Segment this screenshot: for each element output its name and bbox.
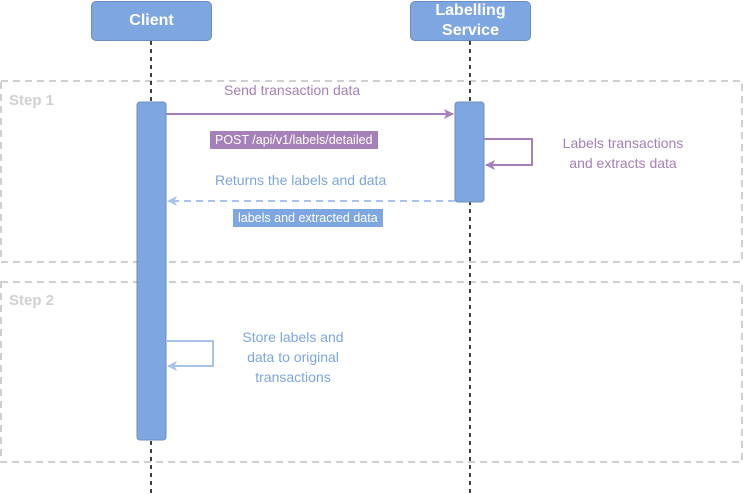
send-endpoint-tag: POST /api/v1/labels/detailed <box>210 131 378 149</box>
store-label-line1: Store labels and <box>242 329 344 345</box>
store-label-line3: transactions <box>255 369 331 385</box>
service-self-label: Labels transactions and extracts data <box>548 133 698 173</box>
client-actor: Client <box>91 1 212 41</box>
labelling-service-actor: Labelling Service <box>410 1 531 41</box>
service-self-arrow <box>484 138 533 170</box>
client-activation-bar <box>136 101 167 441</box>
step1-label: Step 1 <box>9 92 55 109</box>
store-label-line2: data to original <box>247 349 339 365</box>
client-actor-label: Client <box>129 12 174 29</box>
service-actor-label-line2: Service <box>442 22 499 39</box>
return-data-tag: labels and extracted data <box>233 209 383 227</box>
step2-frame <box>0 281 743 463</box>
step2-label: Step 2 <box>9 292 55 309</box>
client-self-arrow <box>166 340 214 371</box>
return-message-label: Returns the labels and data <box>215 172 387 188</box>
service-activation-bar <box>454 101 485 203</box>
service-self-label-line2: and extracts data <box>569 155 677 171</box>
store-label: Store labels and data to original transa… <box>218 327 368 387</box>
step1-frame <box>0 80 743 263</box>
service-actor-label-line1: Labelling <box>435 2 506 19</box>
service-self-label-line1: Labels transactions <box>562 135 684 151</box>
send-message-label: Send transaction data <box>224 82 361 98</box>
